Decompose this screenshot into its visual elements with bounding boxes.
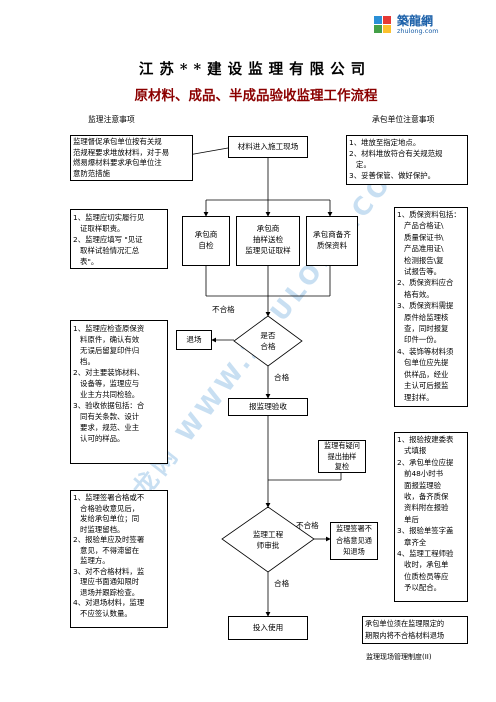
flow-qualified-question: 是否 合格 bbox=[260, 331, 276, 351]
page-title: 原材料、成品、半成品验收监理工作流程 bbox=[134, 88, 378, 104]
right-note-storage: 1、堆放至指定地点。 2、材料堆放符合有关规范规 定。 3、妥善保管、做好保护。 bbox=[346, 135, 468, 185]
right-note-report: 1、报验按建委表 式填报 2、承包单位应提 前48小时书 面报监理验 收，备齐质… bbox=[394, 432, 468, 602]
flow-qualified-label-2: 合格 bbox=[274, 579, 290, 588]
footer-caption: 监理现场管理制度(II) bbox=[366, 653, 432, 661]
left-note-inspection: 1、监理应检查原保资 料原件，确认有效 无误后留复印件归 档。 2、对主要装饰材… bbox=[70, 320, 168, 464]
left-note-approval: 1、监理签署合格或不 合格验收意见后， 发给承包单位；同 时监理留档。 2、报验… bbox=[70, 490, 168, 628]
logo-domain: zhulong.com bbox=[397, 27, 439, 35]
right-note-withdraw: 承包单位须在监理限定的 期限内将不合格材料退场 bbox=[362, 616, 468, 644]
flow-docs: 承包商备齐 质保资料 bbox=[306, 216, 358, 266]
flow-report-inspection: 报监理验收 bbox=[228, 398, 308, 416]
flow-engineer-review: 监理工程 师审批 bbox=[252, 530, 284, 550]
right-header: 承包单位注意事项 bbox=[372, 115, 435, 124]
left-note-sampling: 1、监理应切实履行见 证取样职责。 2、监理应填写 "见证 取样试验情况汇总 表… bbox=[70, 209, 168, 269]
flow-doubt-recheck: 监理有疑问 提出抽样 复检 bbox=[318, 440, 366, 473]
flow-self-check: 承包商 自检 bbox=[182, 216, 230, 266]
zhulong-logo-icon bbox=[372, 14, 394, 36]
flow-qualified-label: 合格 bbox=[274, 373, 290, 382]
left-header: 监理注意事项 bbox=[88, 115, 135, 124]
left-note-storage: 监理督促承包单位按有关规 范规程要求堆放材料，对于易 燃易爆材料要求承包单位注 … bbox=[70, 135, 193, 181]
flow-not-qualified-label-2: 不合格 bbox=[296, 521, 319, 530]
right-note-docs: 1、质保资料包括： 产品合格证\ 质量保证书\ 产品准用证\ 检测报告\复 试报… bbox=[394, 207, 468, 407]
flow-put-into-use: 投入使用 bbox=[228, 616, 308, 640]
flow-return-site: 退场 bbox=[176, 330, 212, 350]
flow-sampling: 承包商 抽样送检 监理见证取样 bbox=[236, 216, 300, 266]
flow-enter-site: 材料进入施工现场 bbox=[228, 136, 308, 158]
flow-sign-reject: 监理签署不 合格意见通 知退场 bbox=[330, 522, 378, 560]
flow-not-qualified-label: 不合格 bbox=[212, 305, 235, 314]
logo-brand: 築龍網 bbox=[397, 14, 434, 28]
company-name: 江苏**建设监理有限公司 bbox=[138, 61, 372, 78]
